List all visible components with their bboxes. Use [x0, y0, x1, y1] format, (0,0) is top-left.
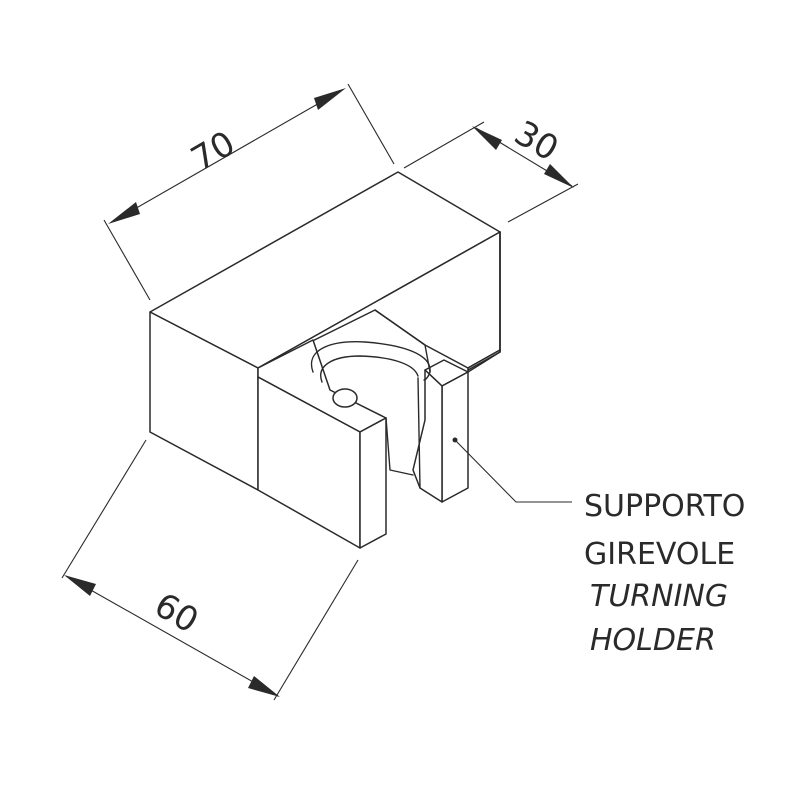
holder-left-arm-side [359, 417, 387, 549]
dim-line-70 [111, 89, 343, 223]
label-line-2: GIREVOLE [584, 537, 735, 572]
arrow-30-bottom [544, 164, 574, 188]
arrow-60-right [248, 676, 280, 697]
top-step-edge [374, 309, 431, 373]
inner-hole [332, 388, 358, 408]
ext-line-30-top [403, 121, 485, 169]
dim-value-30: 30 [508, 113, 565, 169]
dim-line-60 [65, 575, 279, 697]
callout: SUPPORTO GIREVOLE TURNING HOLDER [454, 439, 745, 658]
body-right-bottom [467, 351, 501, 371]
ext-line-30-bottom [507, 183, 579, 223]
arrow-70-right [314, 88, 346, 110]
holder-right-arm-inner [412, 369, 443, 503]
ext-line-70-left [103, 219, 151, 301]
slot-wall-left [385, 417, 414, 476]
cradle-opening [310, 341, 431, 381]
cradle-inner-rim [320, 355, 419, 383]
label-line-1: SUPPORTO [584, 489, 745, 524]
label-line-3: TURNING [590, 579, 728, 614]
ext-line-60-right [273, 559, 359, 701]
label-line-4: HOLDER [590, 623, 716, 658]
dim-value-60: 60 [148, 585, 205, 641]
arrow-60-left [64, 575, 96, 596]
ext-line-70-right [347, 83, 395, 165]
turning-holder-part [149, 171, 501, 549]
arrow-70-left [108, 202, 140, 224]
holder-right-arm-front [441, 371, 469, 503]
slot-wall-right [417, 377, 421, 489]
dim-value-70: 70 [185, 124, 242, 180]
leader-line [454, 439, 572, 503]
ext-line-60-left [61, 439, 147, 579]
arrow-30-top [472, 126, 502, 150]
